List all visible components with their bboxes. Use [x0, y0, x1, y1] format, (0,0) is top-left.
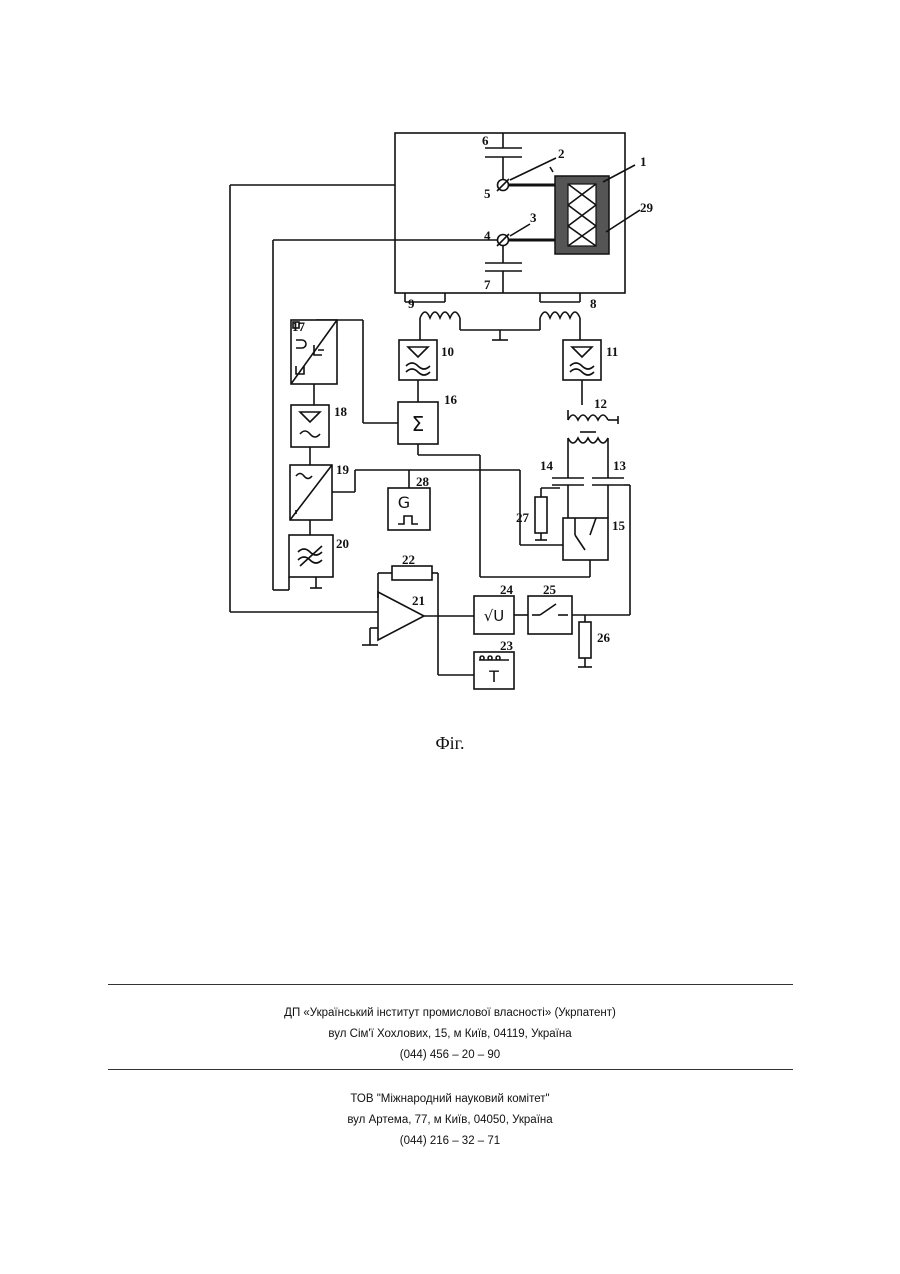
label-12: 12: [594, 396, 607, 411]
switch-15: [563, 518, 608, 560]
resistor-26: [579, 622, 591, 658]
label-29: 29: [640, 200, 654, 215]
label-19: 19: [336, 462, 350, 477]
transformer-8: [540, 312, 580, 318]
label-3: 3: [530, 210, 537, 225]
label-17: 17: [292, 319, 306, 334]
label-26: 26: [597, 630, 611, 645]
divider-middle: [108, 1069, 793, 1070]
label-7: 7: [484, 277, 491, 292]
label-8: 8: [590, 296, 597, 311]
label-25: 25: [543, 582, 557, 597]
label-16: 16: [444, 392, 458, 407]
label-11: 11: [606, 344, 618, 359]
thermometer-symbol: T: [488, 667, 499, 686]
summator-symbol: Σ: [412, 412, 425, 436]
label-14: 14: [540, 458, 554, 473]
rms-symbol: √U: [484, 607, 505, 625]
label-2: 2: [558, 146, 565, 161]
label-15: 15: [612, 518, 626, 533]
resistor-27: [535, 497, 547, 533]
label-22: 22: [402, 552, 415, 567]
amplifier-filter-11: [563, 340, 601, 380]
generator-symbol: G: [398, 493, 410, 512]
label-4: 4: [484, 228, 491, 243]
footer-org1-address: вул Сім'ї Хохлових, 15, м Київ, 04119, У…: [0, 1024, 900, 1045]
label-20: 20: [336, 536, 349, 551]
footer-org2-phone: (044) 216 – 32 – 71: [0, 1131, 900, 1152]
resistor-22: [392, 566, 432, 580]
label-24: 24: [500, 582, 514, 597]
label-5: 5: [484, 186, 491, 201]
label-18: 18: [334, 404, 348, 419]
label-10: 10: [441, 344, 454, 359]
block-diagram: Σ G: [0, 0, 900, 720]
footer-org2-name: ТОВ "Міжнародний науковий комітет": [0, 1089, 900, 1110]
divider-top: [108, 984, 793, 985]
label-13: 13: [613, 458, 627, 473]
label-9: 9: [408, 296, 415, 311]
footer-org2-address: вул Артема, 77, м Київ, 04050, Україна: [0, 1110, 900, 1131]
label-23: 23: [500, 638, 514, 653]
label-1: 1: [640, 154, 647, 169]
label-28: 28: [416, 474, 430, 489]
figure-caption: Фіг.: [0, 733, 900, 754]
label-6: 6: [482, 133, 489, 148]
label-27: 27: [516, 510, 530, 525]
transformer-12: [568, 415, 608, 420]
footer-org1-phone: (044) 456 – 20 – 90: [0, 1045, 900, 1066]
label-21: 21: [412, 593, 425, 608]
transformer-9: [420, 312, 460, 318]
amplifier-filter-10: [399, 340, 437, 380]
footer-org1-name: ДП «Український інститут промислової вла…: [0, 1003, 900, 1024]
